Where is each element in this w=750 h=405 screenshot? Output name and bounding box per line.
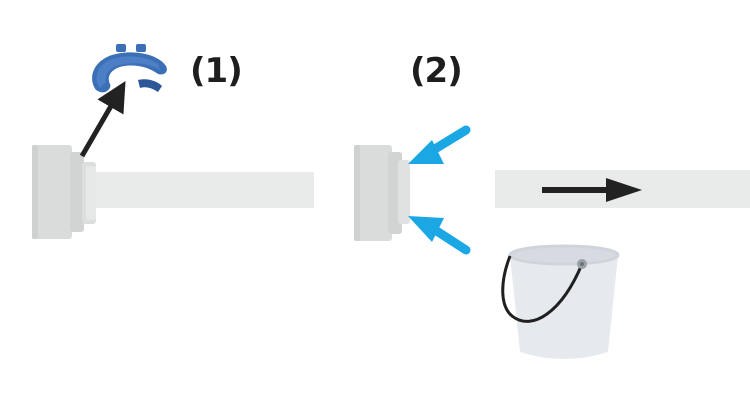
locking-clip-icon (92, 44, 167, 93)
step1-collet (70, 152, 84, 232)
push-arrow-top (408, 125, 471, 164)
step1-remove-arrow (79, 81, 126, 158)
step1-group (32, 44, 314, 239)
step2-fitting-body (354, 145, 392, 241)
step1-fitting-body (32, 145, 72, 239)
push-arrow-bottom (408, 216, 471, 255)
step2-group (354, 125, 750, 359)
bucket-icon (501, 244, 620, 359)
step-1-label: (1) (190, 51, 243, 91)
step-2-label: (2) (410, 51, 463, 91)
step1-tube (96, 172, 314, 208)
